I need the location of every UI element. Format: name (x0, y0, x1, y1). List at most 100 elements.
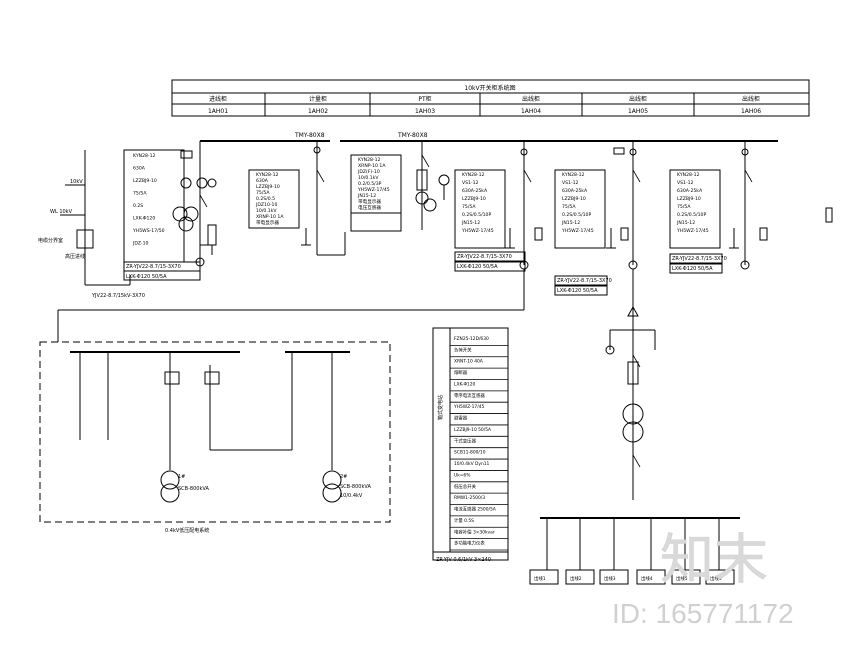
spec-table-row: LZZBJ9-10 50/5A (454, 427, 491, 433)
panel4-spec-line: 75/5A (462, 204, 476, 210)
spec-bottom: ZR-YJV-0.6/1kV-3×240 (436, 557, 491, 563)
panel1-spec-line: 0.2S (133, 203, 143, 209)
panel6-spec-line: YH5WZ-17/45 (676, 228, 709, 234)
header-name-2: 计量柜 (309, 95, 327, 103)
panel6-spec-line: JN15-12 (676, 220, 695, 226)
header-number-3: 1AH03 (415, 108, 435, 115)
switch-blade (421, 154, 430, 168)
spec-table-row: 零序电流互感器 (454, 392, 485, 399)
panel3-spec-line: 0.2/0.5/3P (358, 181, 382, 187)
header-name-1: 进线柜 (209, 95, 227, 103)
spec-table-row: 避雷器 (454, 415, 468, 422)
panel3-spec-line: 带电显示器 (358, 198, 381, 205)
panel2-spec-line: 630A (256, 178, 269, 184)
spec-side-label: 箱式变电站 (437, 395, 444, 420)
t1-label: 1# (178, 474, 185, 480)
panel5-spec-line: 630A-25kA (562, 188, 588, 194)
switch-blade (316, 169, 325, 183)
panel1-spec-line: 75/5A (133, 191, 147, 197)
spec-table-row: 熔断器 (454, 369, 468, 376)
panel1-spec-line: KYN28-12 (133, 153, 156, 159)
panel1-spec-line: 630A (133, 166, 146, 172)
panel2-spec-line: XRNP-10 1A (256, 214, 284, 220)
spec-table-row: 电容补偿 3×30kvar (454, 528, 495, 535)
panel2-spec-line: LZZBJ9-10 (256, 184, 280, 190)
switch-blade (632, 169, 641, 183)
header-name-5: 出线柜 (629, 95, 647, 103)
panel2-spec-line: 0.2S/0.5 (256, 196, 275, 202)
spec-table-row: 多功能电力仪表 (454, 540, 485, 547)
panel6-spec-line: LZZBJ9-10 (677, 196, 701, 202)
panel2-spec-line: 带电显示器 (256, 219, 279, 226)
header-name-6: 出线柜 (742, 95, 760, 103)
panel4-cable-a: ZR-YJV22-8.7/15-3X70 (457, 254, 512, 260)
spec-table-row: 低压总开关 (454, 483, 477, 490)
panel6-spec-line: 0.2S/0.5/10P (677, 212, 706, 218)
panel5-spec-line: VS1-12 (562, 180, 579, 186)
panel4-cable-b: LXK-Φ120 50/5A (457, 264, 498, 270)
panel5-spec-line: 0.2S/0.5/10P (562, 212, 591, 218)
switch-blade (632, 454, 641, 468)
switch-blade (632, 354, 641, 368)
panel5-spec-line: LZZBJ9-10 (562, 196, 586, 202)
spec-table-row: XRNT-10 40A (454, 359, 483, 365)
spec-table-row: SCB11-800/10 (454, 450, 486, 456)
header-number-5: 1AH05 (628, 108, 648, 115)
panel4-spec-line: KYN28-12 (462, 172, 485, 178)
spec-table-row: Uk=6% (454, 472, 470, 478)
panel1-spec-line: JDZ-10 (132, 241, 149, 247)
panel3-spec-line: YH5WZ-17/45 (357, 187, 390, 193)
header-name-3: PT柜 (418, 95, 431, 103)
feeder-label: 出线3 (604, 575, 616, 582)
spec-table-row: 电流互感器 2500/5A (454, 506, 496, 513)
spec-table-row: 计量 0.5S (454, 517, 474, 524)
header-number-2: 1AH02 (308, 108, 328, 115)
ann-label-a: WL 10kV (50, 209, 73, 215)
panel6-spec-line: 75/5A (677, 204, 691, 210)
panel4-spec-line: 0.2S/0.5/10P (462, 212, 491, 218)
panel6-cable-b: LXK-Φ120 50/5A (672, 266, 713, 272)
header-number-1: 1AH01 (208, 108, 228, 115)
panel3-spec-line: 电压互感器 (358, 204, 381, 211)
panel5-spec-line: 75/5A (562, 204, 576, 210)
panel5-spec-line: KYN28-12 (562, 172, 585, 178)
panel2-spec-line: 75/5A (256, 190, 270, 196)
watermark-brand: 知末 (660, 530, 768, 590)
header-number-4: 1AH04 (521, 108, 541, 115)
panel1-cable-a: ZR-YJV22-8.7/15-3X70 (126, 264, 181, 270)
spec-table-row: YH5WZ-17/45 (453, 404, 484, 410)
panel3-spec-line: 10/0.1kV (358, 175, 379, 181)
panel1-spec-line: LZZBJ9-10 (133, 178, 157, 184)
header-number-6: 1AH06 (741, 108, 761, 115)
panel2-spec-line: KYN28-12 (256, 172, 279, 178)
switch-blade (523, 169, 532, 183)
panel5-cable-b: LXK-Φ120 50/5A (557, 288, 598, 294)
feeder-label: 出线1 (534, 575, 546, 582)
ann-label-c: 高压进线 (65, 253, 85, 260)
header-title: 10kV开关柜系统图 (464, 84, 515, 92)
panel5-cable-a: ZR-YJV22-8.7/15-3X70 (557, 278, 612, 284)
panel4-spec-line: 630A-25kA (462, 188, 488, 194)
ann-label-b: 电缆分界室 (38, 237, 63, 244)
panel6-spec-line: KYN28-12 (677, 172, 700, 178)
switch-blade (744, 169, 753, 183)
panel1-spec-line: YH5WS-17/50 (132, 228, 165, 234)
bus-label-left: TMY-80X8 (294, 132, 325, 139)
panel5-spec-line: JN15-12 (561, 220, 580, 226)
spec-table-row: 10/0.4kV Dyn11 (454, 461, 490, 467)
panel5-spec-line: YH5WZ-17/45 (561, 228, 594, 234)
panel6-spec-line: VS1-12 (677, 180, 694, 186)
panel3-spec-line: KYN28-12 (358, 157, 381, 163)
spec-table-row: FZN25-12D/630 (454, 336, 489, 342)
t2-rating: SCB-800kVA (340, 484, 371, 490)
panel4-spec-line: VS1-12 (462, 180, 479, 186)
spec-table-row: 干式变压器 (454, 437, 477, 444)
watermark-id: ID: 165771172 (612, 598, 794, 629)
panel4-spec-line: JN15-12 (461, 220, 480, 226)
panel1-cable-b: LXK-Φ120 50/5A (126, 274, 167, 280)
t1-rating: SCB-800kVA (178, 486, 209, 492)
feeder-label: 出线6 (710, 575, 722, 582)
feeder-label: 出线5 (676, 575, 688, 582)
switch-blade (199, 194, 208, 208)
